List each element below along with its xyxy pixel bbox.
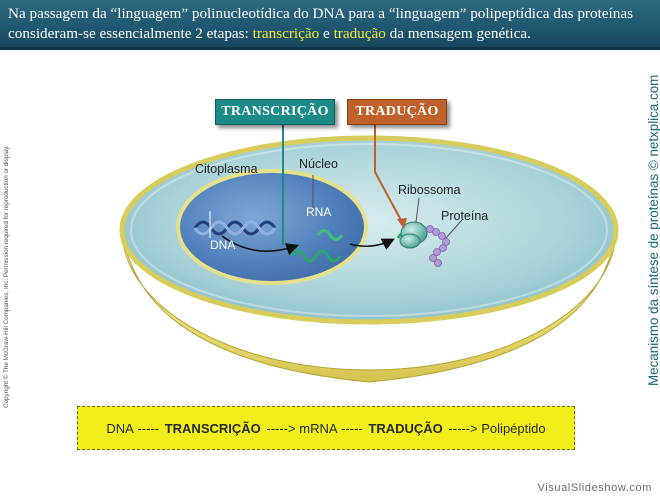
traducao-leader [374, 123, 403, 223]
protein-chain [426, 225, 450, 267]
header-banner: Na passagem da “linguagem” polinucleotíd… [0, 0, 660, 50]
summary-arrow-1: -----> [262, 420, 300, 436]
summary-transcricao: TRANSCRIÇÃO [164, 420, 261, 436]
summary-dash-1: ----- [133, 420, 163, 436]
header-text: Na passagem da “linguagem” polinucleotíd… [8, 5, 634, 42]
ribosome [399, 221, 428, 249]
export-arrow [349, 238, 395, 251]
nucleo-label: Núcleo [299, 157, 338, 171]
dna-label: DNA [210, 238, 236, 252]
proteina-label: Proteína [441, 209, 489, 223]
rna-label: RNA [306, 205, 332, 219]
summary-dna: DNA [106, 420, 134, 436]
summary-mrna: mRNA [299, 420, 338, 436]
cell-hemisphere [121, 229, 617, 383]
ribossoma-label: Ribossoma [398, 183, 461, 197]
summary-polipeptido: Polipéptido [481, 420, 546, 436]
watermark: VisualSlideshow.com [537, 482, 652, 494]
header-highlight-traducao: tradução [333, 25, 386, 42]
header-text-conjunction: e [319, 25, 334, 42]
summary-arrow-2: -----> [444, 420, 482, 436]
traducao-label: TRADUÇÃO [347, 99, 447, 125]
citoplasma-label: Citoplasma [195, 162, 258, 176]
rna-strand [290, 229, 344, 263]
summary-traducao: TRADUÇÃO [368, 420, 443, 436]
transcription-arrow [221, 235, 300, 256]
transcricao-label: TRANSCRIÇÃO [215, 99, 335, 125]
nucleus [176, 169, 368, 285]
process-summary: DNA ----- TRANSCRIÇÃO -----> mRNA ----- … [77, 406, 575, 450]
summary-dash-2: ----- [337, 420, 367, 436]
header-highlight-transcricao: transcrição [252, 25, 320, 42]
header-text-end: da mensagem genética. [385, 25, 531, 42]
